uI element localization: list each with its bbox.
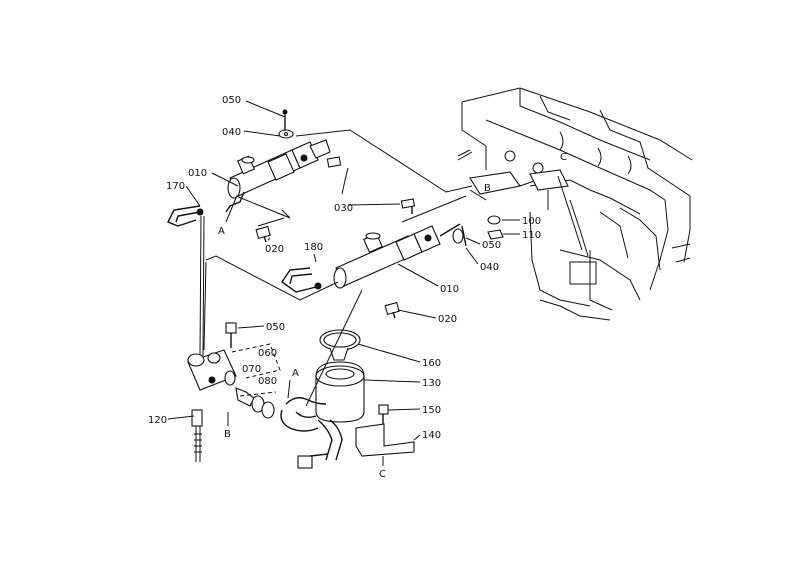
label-170: 170 — [166, 181, 185, 192]
label-040-mid: 040 — [480, 262, 499, 273]
reservoir-assembly — [280, 329, 415, 469]
leader-lines — [167, 100, 520, 466]
dashed-guides — [231, 343, 281, 397]
label-050-top: 050 — [222, 95, 241, 106]
label-010-top: 010 — [188, 168, 207, 179]
brake-pipes — [167, 205, 322, 357]
label-120: 120 — [148, 415, 167, 426]
vehicle-frame — [457, 87, 693, 321]
label-150: 150 — [422, 405, 441, 416]
part-labels: 050 040 010 170 030 020 100 110 050 040 … — [148, 95, 541, 441]
label-060-a: 060 — [258, 348, 277, 359]
hardware — [225, 109, 504, 428]
label-b-low: B — [224, 429, 231, 440]
label-080: 080 — [258, 376, 277, 387]
label-c-frame: C — [560, 152, 567, 163]
label-180: 180 — [304, 242, 323, 253]
label-b-frame: B — [484, 183, 491, 194]
valve-block — [187, 349, 275, 462]
label-110: 110 — [522, 230, 541, 241]
label-020-mid: 020 — [438, 314, 457, 325]
lower-master-cylinder — [333, 198, 461, 289]
label-c-low: C — [379, 469, 386, 480]
upper-master-cylinder — [225, 139, 342, 213]
label-040-top: 040 — [222, 127, 241, 138]
label-a-top: A — [218, 226, 225, 237]
label-020-top: 020 — [265, 244, 284, 255]
label-010-mid: 010 — [440, 284, 459, 295]
label-070: 070 — [242, 364, 261, 375]
label-030: 030 — [334, 203, 353, 214]
label-140: 140 — [422, 430, 441, 441]
label-050-low: 050 — [266, 322, 285, 333]
letter-labels: A A B B C C — [218, 152, 567, 480]
label-050-mid: 050 — [482, 240, 501, 251]
label-a-low: A — [292, 368, 299, 379]
label-160: 160 — [422, 358, 441, 369]
label-100: 100 — [522, 216, 541, 227]
label-130: 130 — [422, 378, 441, 389]
